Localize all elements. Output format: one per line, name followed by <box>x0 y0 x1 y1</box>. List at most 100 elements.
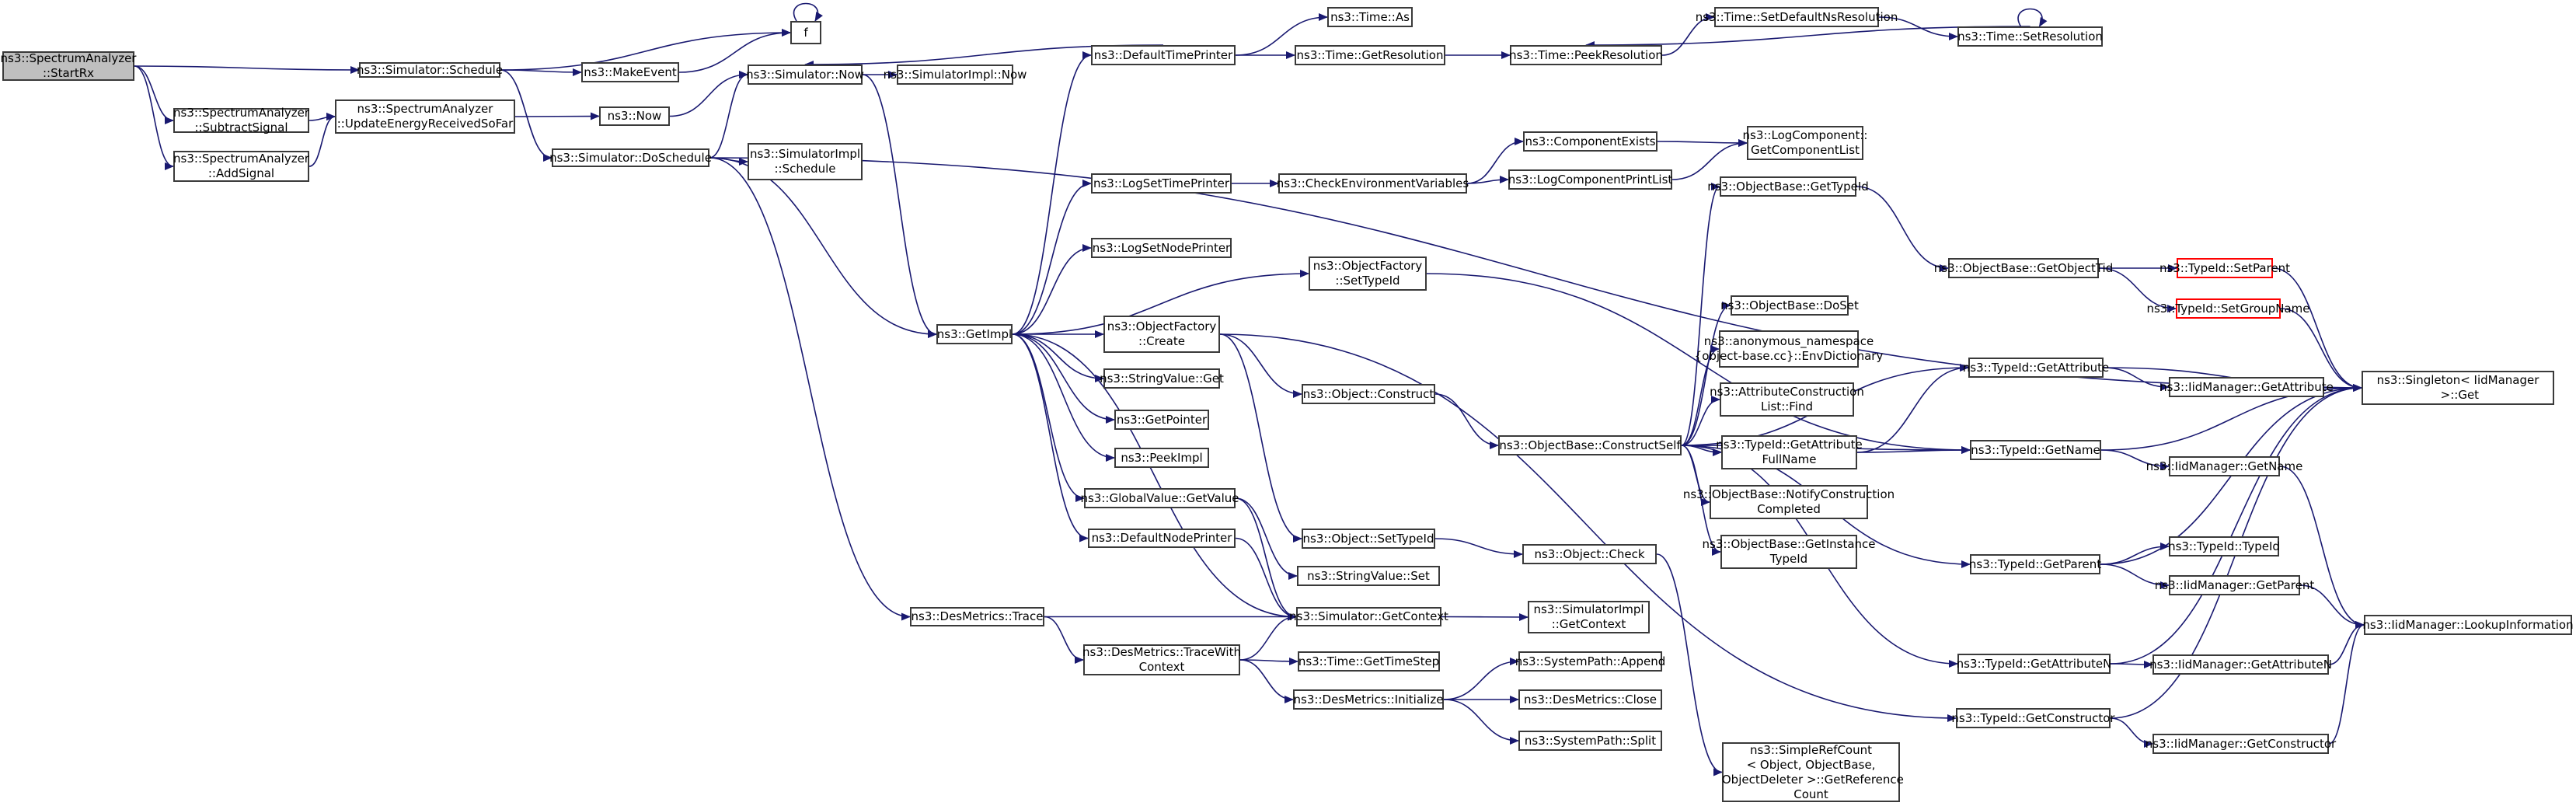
node-logsettime[interactable]: ns3::LogSetTimePrinter <box>1091 173 1232 194</box>
node-gvgetvalue[interactable]: ns3::GlobalValue::GetValue <box>1080 488 1239 508</box>
node-now[interactable]: ns3::Now <box>599 106 670 126</box>
node-getattrn[interactable]: ns3::TypeId::GetAttributeN <box>1957 654 2111 674</box>
edge-doschedule-to-simnow <box>709 71 748 159</box>
node-setparent[interactable]: ns3::TypeId::SetParent <box>2159 258 2290 278</box>
edge-getcontext-to-implgetctx <box>1441 612 1529 621</box>
edge-doschedule-to-singleton <box>709 157 2362 392</box>
node-checkenv[interactable]: ns3::CheckEnvironmentVariables <box>1277 173 1469 194</box>
edge-getattrfull-to-getattr <box>1856 364 1969 453</box>
node-objcheck[interactable]: ns3::Object::Check <box>1522 544 1657 564</box>
node-getattrfull[interactable]: ns3::TypeId::GetAttribute FullName <box>1716 435 1863 469</box>
node-peekimpl[interactable]: ns3::PeekImpl <box>1114 448 1209 468</box>
edge-iidgetname-to-lookup <box>2279 466 2365 629</box>
node-implschedule[interactable]: ns3::SimulatorImpl ::Schedule <box>748 143 863 180</box>
node-addsignal[interactable]: ns3::SpectrumAnalyzer ::AddSignal <box>173 151 309 182</box>
node-iidgetattr[interactable]: ns3::IidManager::GetAttribute <box>2159 377 2334 397</box>
node-envdict[interactable]: ns3::anonymous_namespace {object-base.cc… <box>1695 330 1883 368</box>
edge-doschedule-to-destrace <box>709 157 911 621</box>
node-getres[interactable]: ns3::Time::GetResolution <box>1295 45 1445 65</box>
node-ofcreate[interactable]: ns3::ObjectFactory ::Create <box>1103 316 1220 353</box>
node-ofsettypeid[interactable]: ns3::ObjectFactory ::SetTypeId <box>1309 256 1427 291</box>
edge-setgroup-to-singleton <box>2280 308 2362 392</box>
node-getname[interactable]: ns3::TypeId::GetName <box>1970 440 2101 460</box>
node-getparent[interactable]: ns3::TypeId::GetParent <box>1969 554 2101 574</box>
edge-getimpl-to-defnodeprinter <box>1012 333 1089 543</box>
node-strset[interactable]: ns3::StringValue::Set <box>1297 566 1440 586</box>
node-getpointer[interactable]: ns3::GetPointer <box>1114 410 1209 430</box>
edge-objsettypeid-to-objcheck <box>1434 538 1523 558</box>
node-gettimestep[interactable]: ns3::Time::GetTimeStep <box>1298 651 1440 672</box>
node-setdefns[interactable]: ns3::Time::SetDefaultNsResolution <box>1696 7 1898 27</box>
edge-ofsettypeid-to-getname <box>1426 273 1971 454</box>
node-tracewithctx[interactable]: ns3::DesMetrics::TraceWith Context <box>1082 644 1241 675</box>
node-schedule[interactable]: ns3::Simulator::Schedule <box>356 62 504 78</box>
node-iidgetattrn[interactable]: ns3::IidManager::GetAttributeN <box>2149 654 2332 675</box>
node-setgroup[interactable]: ns3::TypeId::SetGroupName <box>2146 298 2310 319</box>
node-peekres[interactable]: ns3::Time::PeekResolution <box>1509 45 1663 65</box>
node-setres[interactable]: ns3::Time::SetResolution <box>1957 26 2103 47</box>
edge-doschedule-to-getimpl <box>709 157 937 338</box>
node-implgetctx[interactable]: ns3::SimulatorImpl ::GetContext <box>1528 601 1650 633</box>
node-timeas[interactable]: ns3::Time::As <box>1327 7 1413 27</box>
node-defnodeprinter[interactable]: ns3::DefaultNodePrinter <box>1088 529 1236 548</box>
node-refcount[interactable]: ns3::SimpleRefCount < Object, ObjectBase… <box>1721 742 1904 802</box>
node-iidgetctor[interactable]: ns3::IidManager::GetConstructor <box>2146 734 2336 754</box>
node-objsettypeid[interactable]: ns3::Object::SetTypeId <box>1302 529 1435 549</box>
node-getcontext[interactable]: ns3::Simulator::GetContext <box>1289 607 1448 626</box>
node-deftimeprinter[interactable]: ns3::DefaultTimePrinter <box>1091 45 1236 65</box>
node-simnow[interactable]: ns3::Simulator::Now <box>746 65 864 85</box>
edge-constructself-to-dosset <box>1681 302 1731 446</box>
node-iidgetparent[interactable]: ns3::IidManager::GetParent <box>2155 575 2314 595</box>
edge-f-to-f <box>793 2 823 22</box>
node-attrfind[interactable]: ns3::AttributeConstruction List::Find <box>1710 382 1864 417</box>
edge-iidgetparent-to-lookup <box>2299 584 2365 629</box>
edge-getimpl-to-getpointer <box>1012 333 1115 424</box>
node-subtract[interactable]: ns3::SpectrumAnalyzer ::SubtractSignal <box>173 106 309 134</box>
node-doschedule[interactable]: ns3::Simulator::DoSchedule <box>549 148 712 167</box>
node-sysappend[interactable]: ns3::SystemPath::Append <box>1515 651 1665 672</box>
node-getinsttid[interactable]: ns3::ObjectBase::GetInstance TypeId <box>1703 535 1876 569</box>
node-desinit[interactable]: ns3::DesMetrics::Initialize <box>1293 689 1444 710</box>
node-destrace[interactable]: ns3::DesMetrics::Trace <box>910 607 1044 626</box>
node-implnow[interactable]: ns3::SimulatorImpl::Now <box>884 65 1027 85</box>
node-getimpl[interactable]: ns3::GetImpl <box>936 324 1013 344</box>
node-strget[interactable]: ns3::StringValue::Get <box>1100 368 1224 389</box>
edge-destrace-to-tracewithctx <box>1044 616 1084 664</box>
node-lookup[interactable]: ns3::IidManager::LookupInformation <box>2362 615 2574 635</box>
edge-constructself-to-getinsttid <box>1681 445 1721 556</box>
edge-iidgetctor-to-lookup <box>2328 621 2365 745</box>
edge-getimpl-to-strget <box>1012 333 1104 382</box>
node-logsetnode[interactable]: ns3::LogSetNodePrinter <box>1091 238 1232 258</box>
node-getobjtid[interactable]: ns3::ObjectBase::GetObjectTid <box>1934 258 2113 278</box>
node-obgettypeid[interactable]: ns3::ObjectBase::GetTypeId <box>1707 176 1869 197</box>
edge-deftimeprinter-to-timeas <box>1235 13 1328 56</box>
edge-peekres-to-setdefns <box>1661 13 1715 56</box>
node-f[interactable]: f <box>790 21 821 44</box>
node-update[interactable]: ns3::SpectrumAnalyzer ::UpdateEnergyRece… <box>335 99 515 134</box>
node-syssplit[interactable]: ns3::SystemPath::Split <box>1518 731 1662 751</box>
node-singleton[interactable]: ns3::Singleton< IidManager >::Get <box>2362 371 2554 405</box>
node-tidtypeid[interactable]: ns3::TypeId::TypeId <box>2168 536 2280 557</box>
node-notifycc[interactable]: ns3::ObjectBase::NotifyConstruction Comp… <box>1683 485 1895 519</box>
node-getattr[interactable]: ns3::TypeId::GetAttribute <box>1963 358 2109 378</box>
node-desclose[interactable]: ns3::DesMetrics::Close <box>1518 689 1662 710</box>
node-dosset[interactable]: ns3::ObjectBase::DoSet <box>1720 295 1859 316</box>
edge-desinit-to-sysappend <box>1443 658 1519 700</box>
edge-getimpl-to-getcontext <box>1012 333 1297 621</box>
node-getcomplist[interactable]: ns3::LogComponent:: GetComponentList <box>1743 126 1867 160</box>
edge-iidgetattrn-to-lookup <box>2328 621 2365 665</box>
edge-desinit-to-syssplit <box>1443 699 1519 745</box>
node-iidgetname[interactable]: ns3::IidManager::GetName <box>2146 456 2302 476</box>
edge-startrx-to-subtract <box>134 65 174 124</box>
node-startrx: ns3::SpectrumAnalyzer ::StartRx <box>0 51 137 81</box>
node-getctor[interactable]: ns3::TypeId::GetConstructor <box>1951 708 2115 728</box>
node-logcompprint[interactable]: ns3::LogComponentPrintList <box>1508 169 1672 190</box>
node-objconstruct[interactable]: ns3::Object::Construct <box>1302 384 1435 404</box>
node-compexists[interactable]: ns3::ComponentExists <box>1523 131 1657 152</box>
edge-tracewithctx-to-desinit <box>1239 659 1294 703</box>
edge-objcheck-to-refcount <box>1656 553 1723 776</box>
node-makeevent[interactable]: ns3::MakeEvent <box>581 62 679 82</box>
node-constructself[interactable]: ns3::ObjectBase::ConstructSelf <box>1498 435 1682 455</box>
edge-schedule-to-doschedule <box>500 69 552 162</box>
edge-getimpl-to-ofsettypeid <box>1012 270 1309 335</box>
